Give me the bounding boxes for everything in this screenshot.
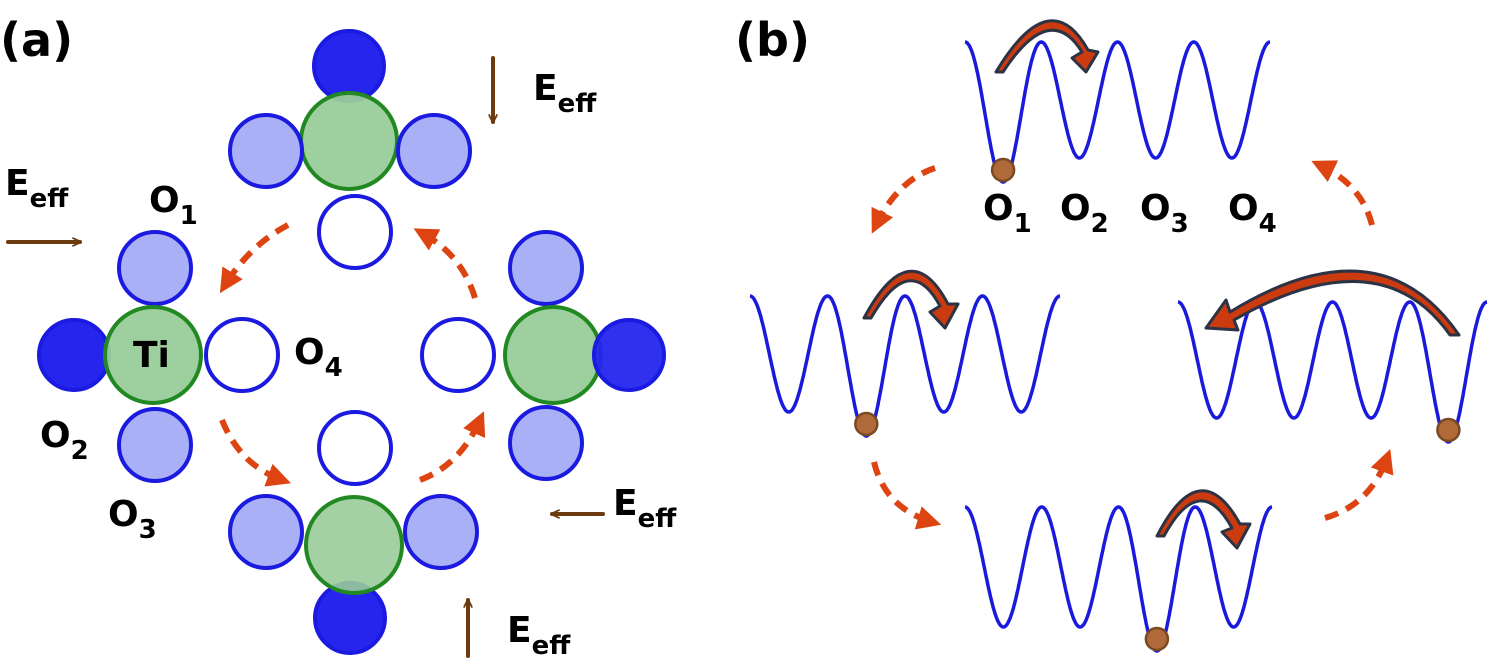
cycle-arrow-a-top-right xyxy=(413,228,478,299)
particles xyxy=(854,157,1461,652)
ti-octahedron-top xyxy=(228,29,472,270)
ti-atom-top xyxy=(299,91,399,191)
ti-label: Ti xyxy=(133,335,170,376)
potential-curve-right xyxy=(1177,300,1488,444)
ti-octahedron-right xyxy=(420,230,666,481)
panel-b-label: (b) xyxy=(735,13,810,67)
field-label-left: Eeff xyxy=(5,163,69,214)
field-label-right: Eeff xyxy=(613,483,677,534)
particle-bottom xyxy=(1144,626,1170,652)
oxygen-upper-right xyxy=(508,230,584,306)
potential-curve-bottom xyxy=(964,505,1273,653)
ti-octahedron-bottom xyxy=(228,410,479,655)
oxygen-o1-left xyxy=(117,230,193,306)
cycle-arrow-a-bottom-right xyxy=(418,411,486,483)
particle-left xyxy=(854,411,879,437)
field-label-bottom: Eeff xyxy=(507,610,571,661)
oxygen-o4-vacant-left xyxy=(204,317,280,393)
o3-label-a: O3 xyxy=(108,494,157,545)
o2-label-b: O2 xyxy=(1060,188,1109,239)
panel-a-label: (a) xyxy=(0,13,73,67)
field-label-top: Eeff xyxy=(533,68,597,119)
potential-curves xyxy=(749,40,1488,653)
oxygen-right-top xyxy=(396,113,472,189)
o1-label-b: O1 xyxy=(983,188,1032,239)
cycle-arrow-b-bottom-left xyxy=(871,461,942,530)
o4-label-a: O4 xyxy=(294,332,343,383)
ti-atom-left xyxy=(103,305,203,405)
hop-arrow-bottom xyxy=(1155,489,1252,550)
ti-atom-bottom xyxy=(304,495,404,595)
hop-arrow-top xyxy=(994,19,1100,74)
oxygen-left-bottom xyxy=(228,494,304,570)
cycle-arrow-b-top-left xyxy=(871,165,936,234)
potential-curve-top xyxy=(964,40,1271,184)
oxygen-o3-left xyxy=(117,407,193,483)
hop-arrow-right xyxy=(1204,269,1461,337)
ti-octahedron-left xyxy=(37,230,280,483)
oxygen-vacant-bottom xyxy=(317,410,393,486)
cycle-arrow-a-top-left xyxy=(219,222,290,294)
oxygen-right-bottom xyxy=(403,494,479,570)
particle-right xyxy=(1436,417,1461,443)
o3-label-b: O3 xyxy=(1140,188,1189,239)
o4-label-b: O4 xyxy=(1228,188,1277,239)
potential-curve-left xyxy=(749,294,1061,438)
oxygen-vacant-right xyxy=(420,317,496,393)
hop-arrow-left xyxy=(862,269,960,330)
oxygen-vacant-top xyxy=(317,194,393,270)
cycle-arrow-a-bottom-left xyxy=(219,418,292,487)
oxygen-apical-top xyxy=(312,29,386,103)
oxygen-lower-right xyxy=(508,405,584,481)
cycle-arrow-b-bottom-right xyxy=(1324,448,1394,521)
oxygen-left-top xyxy=(228,113,304,189)
cycle-arrow-b-top-right xyxy=(1311,160,1375,226)
o2-label-a: O2 xyxy=(40,415,89,466)
oxygen-apical-right xyxy=(592,318,666,392)
particle-top xyxy=(990,157,1016,183)
o1-label-a: O1 xyxy=(149,180,198,231)
oxygen-apical-left xyxy=(37,318,111,392)
ti-atom-right xyxy=(503,305,603,405)
